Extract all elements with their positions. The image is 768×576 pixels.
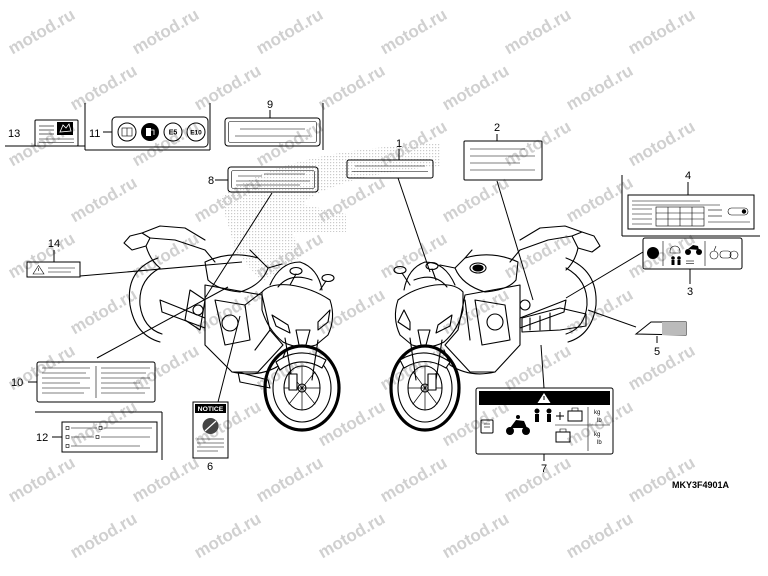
notice-text: NOTICE: [198, 406, 224, 413]
callout-11: 11: [89, 128, 100, 140]
manual-book-icon: [117, 122, 137, 142]
no-entry-icon: [202, 418, 219, 434]
motorcycle-icon: [685, 245, 702, 255]
plus-icon: [556, 412, 564, 420]
label-6-notice-graphic: NOTICE: [192, 401, 229, 459]
rear-wheel: [565, 257, 597, 343]
front-tire: [263, 344, 341, 432]
group-separator-lines: [5, 103, 760, 460]
side-fairing: [444, 284, 521, 373]
load-unit-kg: kg: [594, 432, 600, 438]
label-5-graphic: [634, 321, 687, 336]
leader-8: [204, 192, 273, 299]
callout-9: 9: [267, 99, 273, 111]
callout-12: 12: [36, 432, 48, 444]
motorcycle-left-illustration: [123, 225, 341, 432]
motorcycle-right-illustration: [389, 225, 601, 432]
callout-5: 5: [654, 346, 660, 358]
engine: [474, 299, 511, 346]
wing-logo-watermark: [220, 143, 440, 282]
label-14-warning-graphic: [26, 261, 81, 278]
e5-badge: [163, 122, 183, 142]
leader-7: [540, 344, 545, 389]
label-7-load-limit-graphic: kg lb kg lb: [475, 387, 614, 455]
leader-5: [587, 309, 637, 328]
callout-4: 4: [685, 170, 691, 182]
leader-3: [565, 251, 644, 299]
front-forks: [284, 337, 319, 381]
key-icon: [727, 207, 749, 216]
label-2-graphic: [463, 140, 543, 181]
tire-pressure-icon: [709, 245, 739, 260]
label-13-graphic: [34, 119, 79, 147]
front-fairing: [394, 284, 464, 348]
callout-10: 10: [11, 377, 23, 389]
luggage-icon: [567, 407, 583, 422]
e5-text: E5: [169, 130, 178, 137]
rear-wheel: [128, 257, 163, 343]
label-4-graphic: [627, 194, 755, 230]
callout-1: 1: [396, 138, 402, 150]
callout-6: 6: [207, 461, 213, 473]
load-unit-kg: kg: [594, 410, 600, 416]
load-unit-lb: lb: [597, 440, 602, 446]
mirror-left: [289, 266, 303, 276]
e10-badge: [186, 122, 206, 142]
callout-14: 14: [48, 238, 60, 250]
swingarm: [519, 299, 567, 329]
callout-8: 8: [208, 175, 214, 187]
front-forks: [409, 337, 443, 381]
tail-cowl: [509, 225, 583, 271]
handlebars: [439, 249, 473, 269]
leader-2: [496, 180, 534, 301]
callout-13: 13: [8, 128, 20, 140]
motorcycle-icon: [506, 415, 530, 435]
luggage-icon: [555, 428, 571, 443]
callout-3: 3: [687, 286, 693, 298]
leader-1: [397, 177, 431, 273]
fuel-tank: [454, 254, 519, 293]
leader-lines: [28, 110, 691, 461]
drawing-code: MKY3F4901A: [672, 480, 730, 490]
swingarm: [159, 299, 206, 329]
rider-passenger-icon: [534, 408, 552, 422]
label-3-graphic: [642, 237, 743, 270]
handlebars: [249, 249, 283, 269]
front-tire: [389, 344, 461, 432]
warning-triangle-icon: [32, 264, 45, 275]
leader-10: [96, 286, 229, 359]
side-fairing: [204, 284, 284, 373]
passenger-icon: [671, 256, 694, 265]
helmet-icon: [669, 245, 681, 254]
tail-light: [571, 231, 601, 253]
label-1-graphic: [346, 159, 434, 179]
lower-cowl: [443, 349, 496, 375]
front-fairing: [261, 284, 334, 348]
leader-14: [79, 261, 243, 277]
label-9-graphic: [224, 117, 321, 147]
e10-text: E10: [190, 130, 202, 137]
leader-6: [217, 315, 241, 403]
fuel-cap: [469, 262, 487, 274]
engine: [184, 289, 251, 346]
mirror-left: [393, 265, 407, 275]
muffler: [521, 307, 587, 333]
label-12-graphic: [61, 421, 158, 453]
manual-dot-icon: [647, 247, 659, 259]
label-11-fuel-graphic: E5 E10: [111, 116, 209, 148]
manual-book-icon: [480, 419, 494, 434]
label-8-graphic: [227, 166, 319, 193]
load-unit-lb: lb: [597, 418, 602, 424]
callout-7: 7: [541, 463, 547, 475]
callout-2: 2: [494, 122, 500, 134]
mirror-right: [321, 273, 335, 283]
fuel-pump-icon: [141, 123, 159, 141]
label-10-graphic: [36, 361, 156, 403]
tail-cowl: [141, 225, 216, 269]
